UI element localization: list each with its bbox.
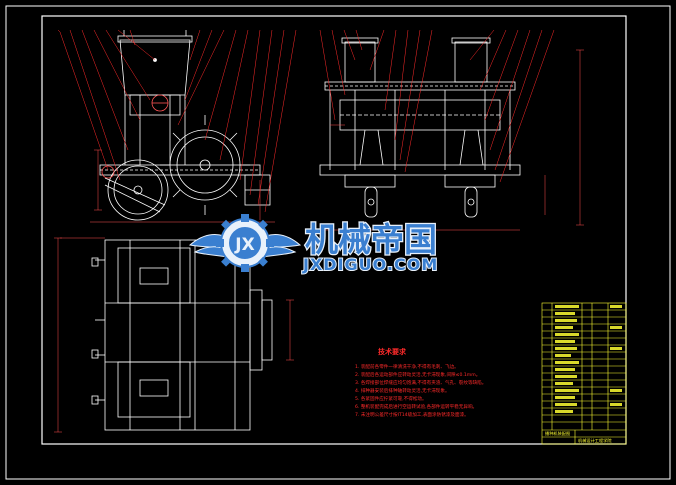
side-view-dimensions	[320, 49, 584, 231]
front-view	[90, 30, 275, 223]
watermark-logo-text: JX	[234, 235, 254, 255]
watermark-chinese-text: 机械帝国	[305, 220, 437, 259]
tech-req-line: 2. 装配后各运动部件应转动灵活,无卡滞现象,间隙≤0.1mm。	[355, 371, 480, 378]
title-block	[541, 302, 627, 445]
title-block-drawing-name: 播种机装配图	[545, 430, 570, 437]
watermark: JX 机械帝国 JXDIGUO.COM	[188, 214, 438, 275]
front-view-dimensions	[94, 149, 261, 220]
watermark-english-text: JXDIGUO.COM	[302, 255, 438, 274]
top-view	[91, 239, 273, 431]
technical-requirements: 技术要求 1. 装配前各零件一律清洗干净,不得有毛刺、飞边。 2. 装配后各运动…	[355, 347, 486, 418]
side-view-leaders	[319, 29, 555, 183]
tech-req-line: 7. 未注明公差尺寸按IT14级加工,表面涂防锈漆及面漆。	[355, 411, 469, 418]
sheet-outer-border	[5, 5, 671, 480]
tech-req-line: 6. 整机装配完成后进行空运转试验,各部件运转平稳无异响。	[355, 403, 477, 410]
tech-req-title: 技术要求	[378, 347, 407, 356]
sheet-inner-frame	[41, 15, 627, 445]
watermark-gear-icon: JX	[216, 214, 274, 272]
side-view	[319, 37, 521, 218]
tech-req-line: 1. 装配前各零件一律清洗干净,不得有毛刺、飞边。	[355, 363, 459, 370]
title-block-cell-marks	[555, 305, 622, 413]
tech-req-line: 5. 各紧固件应拧紧可靠,不得松动。	[355, 395, 427, 402]
title-block-unit-label: 机械设计工程学院	[578, 437, 612, 444]
tech-req-line: 4. 排种器安装后排种轴转动灵活,无卡滞现象。	[355, 387, 450, 394]
tech-req-line: 3. 各焊接部位焊缝应均匀饱满,不得有夹渣、气孔、裂纹等缺陷。	[355, 379, 486, 386]
top-view-dimensions	[54, 237, 294, 433]
front-view-leaders	[57, 29, 297, 213]
